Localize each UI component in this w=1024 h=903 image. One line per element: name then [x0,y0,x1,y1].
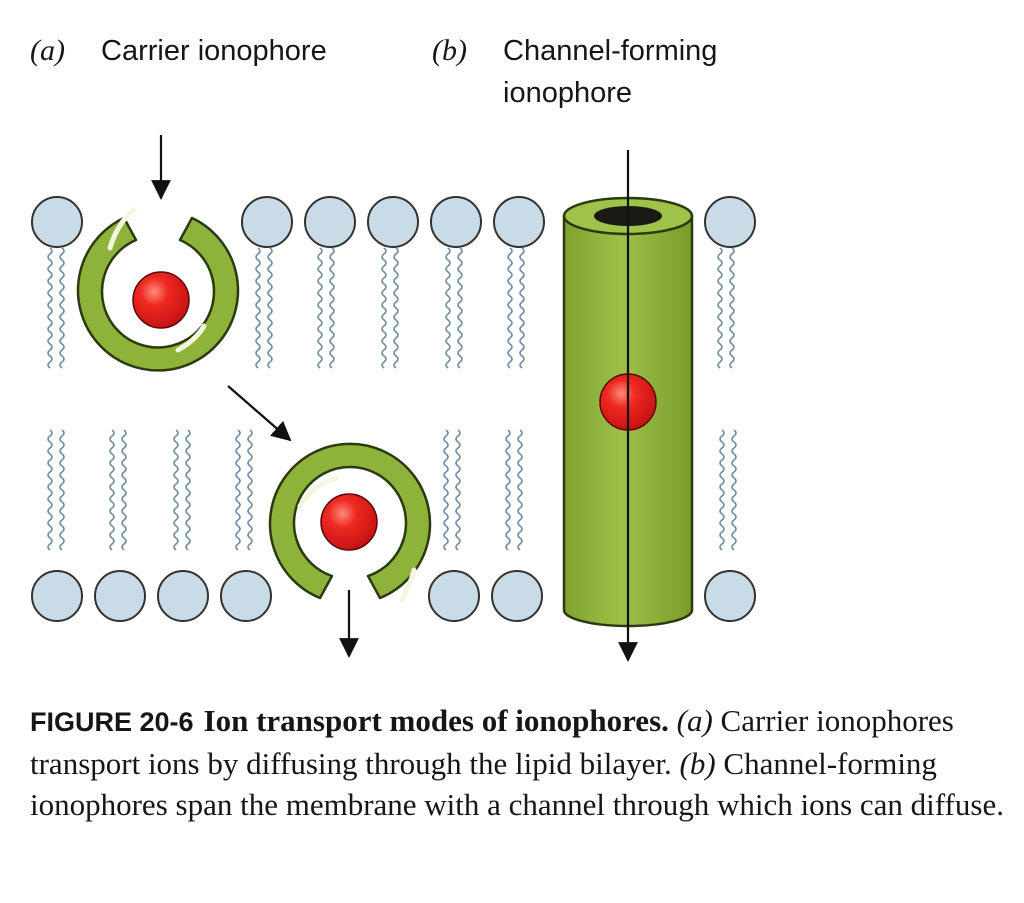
carrier-ionophore-upper [76,207,240,372]
panel-a-title: Carrier ionophore [101,35,327,67]
lipid-molecule [94,429,146,622]
lower-lipid-leaflet [31,429,756,622]
caption-letter-b: (b) [679,746,716,781]
lipid-molecule [428,429,480,622]
lipid-molecule [304,196,356,369]
lipid-molecule [31,196,83,369]
lipid-molecule [31,429,83,622]
panel-a-label: (a) Carrier ionophore [30,30,327,72]
caption-text-a: Carrier ionophores transport ions by dif… [30,703,954,781]
lipid-molecule [491,429,543,622]
panel-b-title-line1: Channel-forming [503,35,718,67]
panel-b-title: Channel-forming ionophore [503,30,717,114]
lipid-molecule [220,429,272,622]
lipid-molecule [241,196,293,369]
panel-b-label: (b) Channel-forming ionophore [432,30,717,114]
lipid-molecule [430,196,482,369]
figure-caption: FIGURE 20-6 Ion transport modes of ionoph… [30,700,1010,825]
caption-text-b: Channel-forming ionophores span the memb… [30,746,1004,822]
lipid-molecule [704,196,756,369]
carrier-ionophore-lower [268,442,432,603]
arrow-diagonal-icon [227,385,292,442]
lipid-molecule [157,429,209,622]
panel-b-letter: (b) [432,34,467,67]
panel-a-letter: (a) [30,34,65,67]
upper-lipid-leaflet [31,196,756,369]
lipid-molecule [704,429,756,622]
figure-title: Ion transport modes of ionophores. [203,703,669,738]
figure-number: FIGURE 20-6 [30,707,194,737]
ionophore-diagram [31,135,756,662]
caption-letter-a: (a) [676,703,713,738]
panel-b-title-line2: ionophore [503,77,633,109]
lipid-molecule [493,196,545,369]
ion [132,271,190,329]
ion [320,493,378,551]
lipid-molecule [367,196,419,369]
